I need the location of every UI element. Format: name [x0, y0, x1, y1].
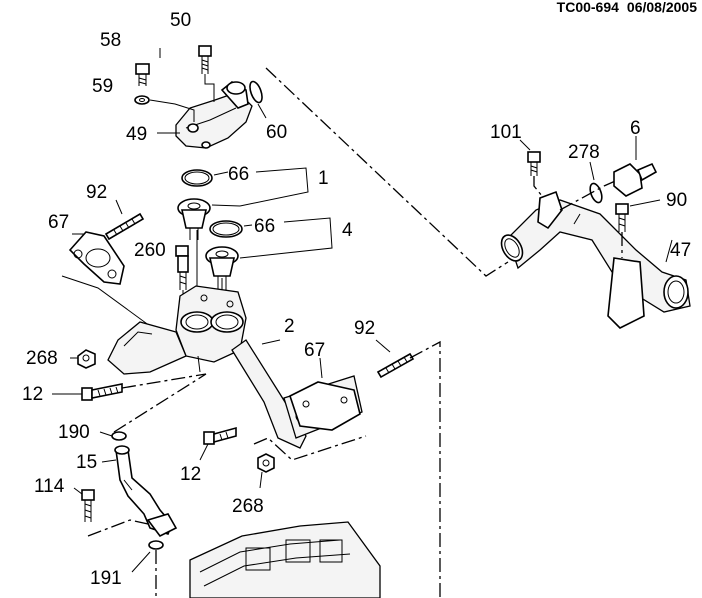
callout-278: 278 [568, 142, 600, 163]
callout-58: 58 [100, 30, 121, 51]
assembly-line-bolt-12 [253, 435, 367, 461]
callout-101: 101 [490, 122, 522, 143]
stud-92-lower [375, 339, 415, 379]
stud-92-upper [104, 199, 145, 241]
washer-59 [134, 95, 195, 122]
bolt-12-left [52, 383, 123, 401]
diagram-date: 06/08/2005 [627, 0, 697, 15]
engine-block [189, 521, 381, 598]
callout-49: 49 [126, 124, 147, 145]
callout-60: 60 [266, 122, 287, 143]
callout-47: 47 [670, 240, 691, 261]
callout-1: 1 [318, 168, 329, 189]
sensor-6 [613, 136, 658, 197]
o-ring-190 [99, 431, 127, 441]
callout-260: 260 [134, 240, 166, 261]
diagram-header: TC00-694 06/08/2005 [557, 0, 698, 15]
callout-66-upper: 66 [228, 164, 249, 185]
diagram-code: TC00-694 [557, 0, 619, 15]
o-ring-66-upper [181, 169, 229, 187]
assembly-line-bolt-114 [87, 519, 149, 537]
assembly-line-bolt-12-left [121, 373, 207, 389]
thermostat-1 [177, 198, 241, 240]
thermostat-4 [205, 246, 239, 290]
callout-12-middle: 12 [180, 464, 201, 485]
bolt-114 [73, 487, 95, 522]
o-ring-191 [131, 540, 164, 598]
nut-268-lower [257, 453, 275, 489]
callout-92-lower: 92 [354, 318, 375, 339]
assembly-line-60-47 [265, 67, 509, 277]
callout-15: 15 [76, 452, 97, 473]
callout-59: 59 [92, 76, 113, 97]
gasket-67-upper [68, 231, 125, 285]
callout-12-left: 12 [22, 384, 43, 405]
gasket-alignment-line [61, 275, 151, 327]
callout-191: 191 [90, 568, 122, 589]
callout-90: 90 [666, 190, 687, 211]
bolt-12-middle [199, 426, 237, 461]
nut-268-upper [70, 349, 96, 369]
thermostat-housing-cover [175, 81, 253, 149]
o-ring-60 [249, 80, 263, 104]
bracket-1 [239, 167, 309, 207]
bolt-58 [135, 63, 150, 86]
callout-66-lower: 66 [254, 216, 275, 237]
assembly-line-lower-right [409, 340, 441, 598]
bolt-50 [198, 45, 215, 102]
callout-268-upper: 268 [26, 348, 58, 369]
water-pipe-15 [101, 445, 178, 538]
callout-92-upper: 92 [86, 182, 107, 203]
callout-67-lower: 67 [304, 340, 325, 361]
bracket-4 [239, 217, 333, 259]
gasket-67-lower [289, 357, 361, 431]
assembly-line-pipe-15 [113, 373, 207, 433]
callout-2: 2 [284, 316, 295, 337]
o-ring-66-lower [209, 220, 253, 238]
leader-60 [257, 103, 267, 119]
bolt-101 [519, 139, 543, 197]
bolt-90 [615, 199, 661, 258]
callout-67-upper: 67 [48, 212, 69, 233]
callout-114: 114 [34, 476, 65, 497]
callout-4: 4 [342, 220, 353, 241]
callout-50: 50 [170, 10, 191, 31]
callout-190: 190 [58, 422, 90, 443]
callout-6: 6 [630, 118, 641, 139]
water-hose-47 [500, 190, 691, 329]
callout-268-lower: 268 [232, 496, 264, 517]
